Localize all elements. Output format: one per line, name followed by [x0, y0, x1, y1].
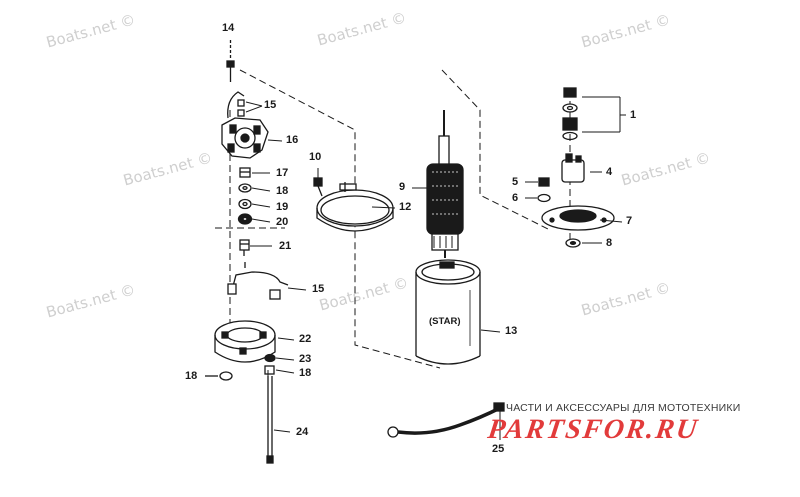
part-8-washer [565, 238, 581, 248]
part-label-9: 9 [399, 181, 406, 193]
part-21-terminal [239, 239, 250, 256]
part-23-washer [264, 353, 276, 363]
part-label-14: 14 [222, 22, 235, 34]
part-label-18-left: 18 [185, 370, 198, 382]
part-label-22: 22 [299, 333, 312, 345]
part-label-10: 10 [309, 151, 322, 163]
part-24-through-bolt [266, 376, 274, 464]
part-label-24: 24 [296, 426, 309, 438]
part-label-21: 21 [279, 240, 292, 252]
part-label-1: 1 [630, 109, 637, 121]
part-label-6: 6 [512, 192, 519, 204]
part-label-15-bottom: 15 [312, 283, 325, 295]
part-1-terminal-hardware [562, 87, 578, 141]
part-22-end-cap [214, 320, 276, 363]
part-20-washer [237, 213, 253, 225]
part-label-20: 20 [276, 216, 289, 228]
brand-tagline: ЧАСТИ И АКСЕССУАРЫ ДЛЯ МОТОТЕХНИКИ [506, 402, 741, 414]
part-18-washer [238, 183, 252, 193]
part-18-left-nut [205, 371, 233, 381]
part-label-5: 5 [512, 176, 519, 188]
part-label-25: 25 [492, 443, 505, 455]
part-label-7: 7 [626, 215, 633, 227]
part-label-4: 4 [606, 166, 613, 178]
part-label-17: 17 [276, 167, 289, 179]
part-14-screw [226, 40, 235, 82]
part-5-nut [538, 177, 550, 187]
part-15-brush-lead [227, 262, 289, 300]
part-13-frame-housing [415, 259, 481, 365]
part-6-washer [537, 193, 551, 203]
part-label-12: 12 [399, 201, 412, 213]
housing-label: (STAR) [429, 316, 461, 327]
part-label-18-right: 18 [299, 367, 312, 379]
part-17-nut [239, 167, 251, 178]
part-label-19: 19 [276, 201, 289, 213]
brand-logo: PARTSFOR.RU [485, 414, 701, 445]
part-label-8: 8 [606, 237, 613, 249]
part-label-16: 16 [286, 134, 299, 146]
part-4-solenoid [561, 153, 585, 183]
part-12-band-clamp [316, 182, 394, 232]
part-10-screw [313, 177, 323, 197]
part-18-nut [264, 365, 275, 375]
part-label-15-top: 15 [264, 99, 277, 111]
part-9-armature [426, 110, 464, 258]
part-label-23: 23 [299, 353, 312, 365]
part-label-18-top: 18 [276, 185, 289, 197]
part-25-cable [387, 402, 505, 438]
part-19-washer [238, 198, 252, 210]
leader-lines [245, 96, 626, 440]
part-16-brush-holder [221, 91, 269, 159]
part-label-13: 13 [505, 325, 518, 337]
part-7-end-plate [541, 205, 615, 231]
